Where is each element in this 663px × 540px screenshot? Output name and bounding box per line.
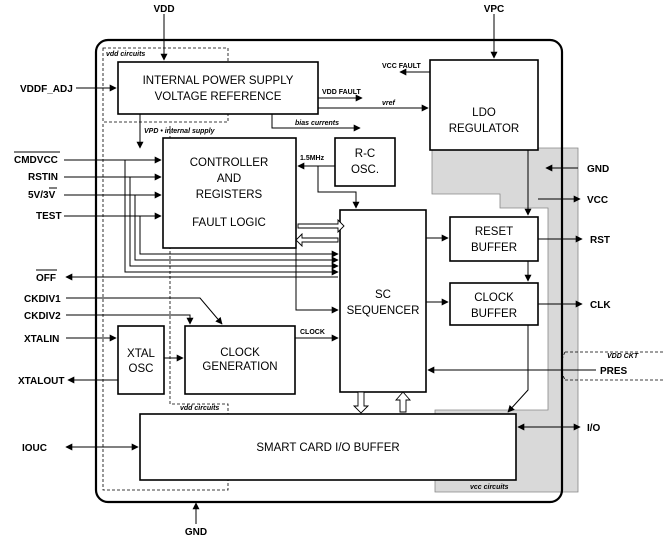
sc-sequencer-line-2: SEQUENCER (347, 305, 420, 317)
io-buffer-label: SMART CARD I/O BUFFER (256, 442, 399, 454)
sc-sequencer-block: SC SEQUENCER (339, 209, 427, 393)
seq-io-arrows (352, 391, 411, 414)
vdd-circuits-region-left (102, 124, 229, 491)
pin-vcc: VCC (587, 195, 608, 206)
internal-supply-line-2: VOLTAGE REFERENCE (155, 91, 282, 103)
rc-osc-line-2: OSC. (351, 164, 379, 176)
controller-block: CONTROLLER AND REGISTERS FAULT LOGIC (162, 137, 297, 249)
clock-to-io (507, 325, 529, 413)
pin-cmdvcc: CMDVCC (14, 155, 58, 166)
clock-generation-block: CLOCK GENERATION (184, 325, 296, 395)
pin-5v3v: 5V/3V (28, 190, 56, 201)
pin-xtalin: XTALIN (24, 334, 59, 345)
mhz-label: 1.5MHz (300, 155, 325, 162)
vcc-fault-label: VCC FAULT (382, 63, 421, 70)
chip-outline (94, 38, 564, 504)
pin-gnd-bottom: GND (185, 527, 207, 538)
controller-sequencer-bus (295, 218, 345, 248)
cmdvcc-to-seq (124, 160, 339, 276)
vdd-fault-label: VDD FAULT (322, 89, 361, 96)
pin-ckdiv2: CKDIV2 (24, 311, 61, 322)
clock-buffer-block: CLOCK BUFFER (449, 282, 539, 326)
reset-buffer-line-2: BUFFER (471, 242, 517, 254)
fault-logic-label: FAULT LOGIC (192, 217, 266, 229)
ldo-regulator-block: LDO REGULATOR (429, 59, 539, 151)
controller-to-seq-2 (295, 248, 339, 314)
controller-line-1: CONTROLLER (190, 157, 269, 169)
sc-sequencer-line-1: SC (375, 289, 391, 301)
bias-currents-label: bias currents (295, 120, 339, 127)
controller-line-3: REGISTERS (196, 189, 263, 201)
pin-off: OFF (36, 273, 56, 284)
vdd-ckt-region (561, 351, 663, 381)
rc-to-sequencer (317, 166, 360, 209)
rc-osc-line-1: R-C (355, 148, 375, 160)
pin-gnd-right: GND (587, 164, 609, 175)
vdd-ckt-label: VDD CKT (607, 353, 639, 360)
reset-buffer-block: RESET BUFFER (449, 216, 539, 262)
pin-ckdiv1: CKDIV1 (24, 294, 61, 305)
pin-clk: CLK (590, 300, 611, 311)
vdd-circuits-top-label: vdd circuits (106, 51, 145, 58)
clock-label: CLOCK (300, 329, 325, 336)
ldo-line-1: LDO (472, 107, 496, 119)
reset-buffer-line-1: RESET (475, 226, 513, 238)
ldo-line-2: REGULATOR (449, 123, 520, 135)
clock-buffer-line-2: BUFFER (471, 308, 517, 320)
io-buffer-block: SMART CARD I/O BUFFER (139, 413, 517, 481)
pin-pres: PRES (600, 366, 628, 377)
xtal-osc-line-2: OSC (129, 363, 154, 375)
clock-generation-line-2: GENERATION (202, 361, 277, 373)
rc-osc-block: R-C OSC. (334, 137, 396, 187)
pin-vddf-adj: VDDF_ADJ (20, 84, 73, 95)
pin-rst: RST (590, 235, 610, 246)
pin-xtalout: XTALOUT (18, 376, 64, 387)
pin-vpc: VPC (484, 4, 505, 15)
test-to-seq (139, 216, 339, 258)
bias-currents-wire (271, 114, 361, 132)
vdd-circuits-bottom-label: vdd circuits (180, 405, 219, 412)
clock-buffer-line-1: CLOCK (474, 292, 514, 304)
pin-rstin: RSTIN (28, 172, 58, 183)
5v3v-to-seq (134, 195, 339, 264)
pin-io: I/O (587, 423, 601, 434)
pin-iouc: IOUC (22, 443, 47, 454)
ckdiv1-wire (66, 297, 223, 325)
clock-generation-line-1: CLOCK (220, 347, 260, 359)
xtal-osc-line-1: XTAL (127, 348, 156, 360)
vpd-internal-label: VPD • internal supply (144, 128, 216, 135)
internal-supply-line-1: INTERNAL POWER SUPPLY (143, 75, 294, 87)
xtal-osc-block: XTAL OSC (117, 325, 165, 395)
rstin-to-seq (129, 177, 339, 270)
internal-power-supply-block: INTERNAL POWER SUPPLY VOLTAGE REFERENCE (117, 61, 319, 115)
controller-line-2: AND (217, 173, 241, 185)
ckdiv2-wire (66, 314, 194, 325)
vcc-circuits-label: vcc circuits (470, 484, 509, 491)
pin-test: TEST (36, 211, 62, 222)
pin-vdd: VDD (153, 4, 174, 15)
vref-label: vref (382, 100, 396, 107)
